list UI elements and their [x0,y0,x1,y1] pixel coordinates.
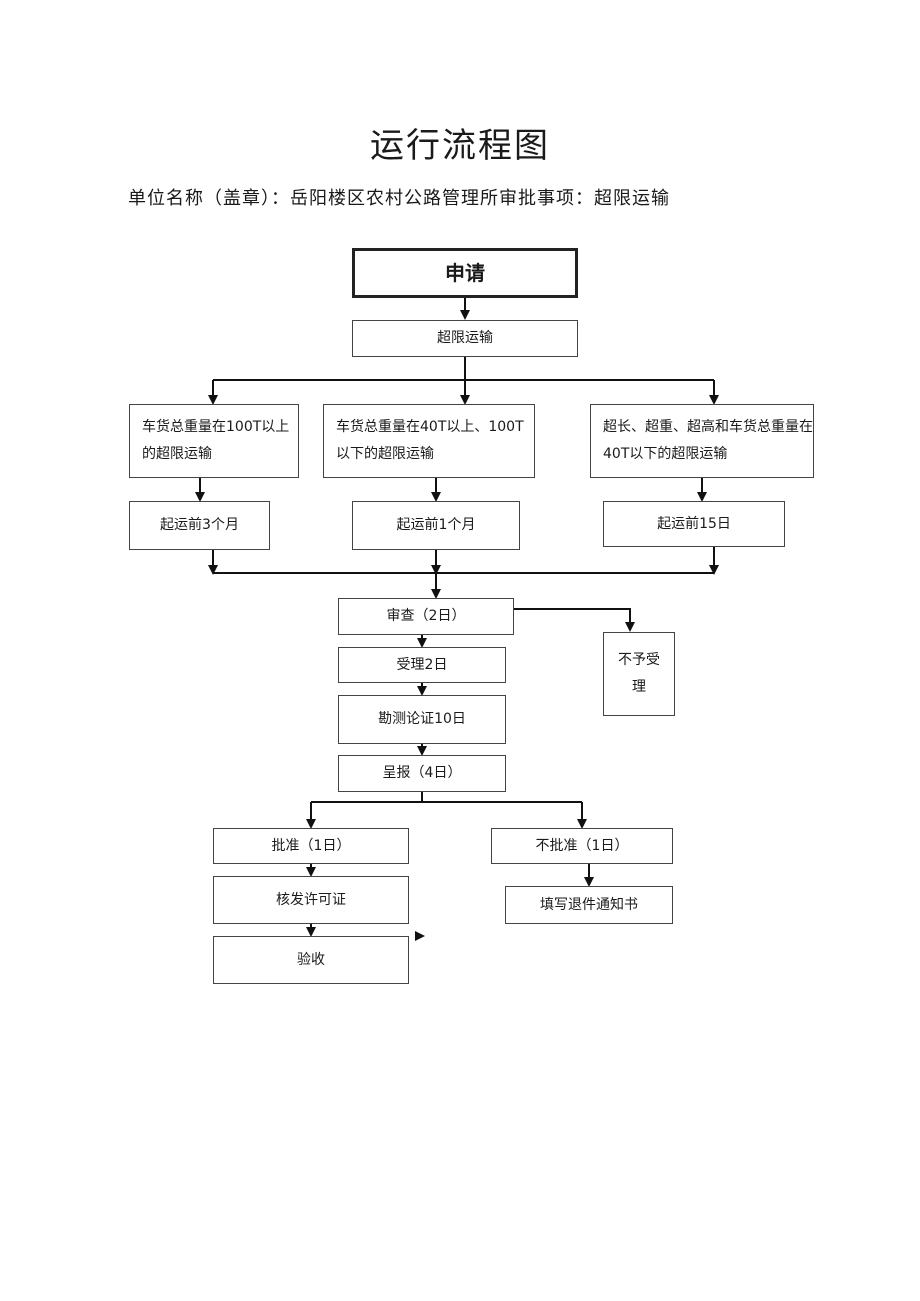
node-notice: 填写退件通知书 [505,886,673,924]
node-apply: 申请 [352,248,578,298]
node-approve: 批准（1日） [213,828,409,864]
arrow-review-reject [514,608,635,632]
node-lead1: 起运前3个月 [129,501,270,550]
node-license: 核发许可证 [213,876,409,924]
stray-arrowhead-icon [415,931,425,941]
node-case1: 车货总重量在100T以上的超限运输 [129,404,299,478]
page-subtitle: 单位名称（盖章）：岳阳楼区农村公路管理所审批事项：超限运输 [128,188,670,209]
node-case3: 超长、超重、超高和车货总重量在40T以下的超限运输 [590,404,814,478]
node-case2: 车货总重量在40T以上、100T以下的超限运输 [323,404,535,478]
node-overlimit: 超限运输 [352,320,578,357]
node-deny: 不批准（1日） [491,828,673,864]
node-report: 呈报（4日） [338,755,506,792]
node-lead2: 起运前1个月 [352,501,520,550]
node-inspect: 验收 [213,936,409,984]
node-reject: 不予受理 [603,632,675,716]
page-title: 运行流程图 [370,126,550,166]
node-lead3: 起运前15日 [603,501,785,547]
node-review: 审查（2日） [338,598,514,635]
node-survey: 勘测论证10日 [338,695,506,744]
node-accept: 受理2日 [338,647,506,683]
